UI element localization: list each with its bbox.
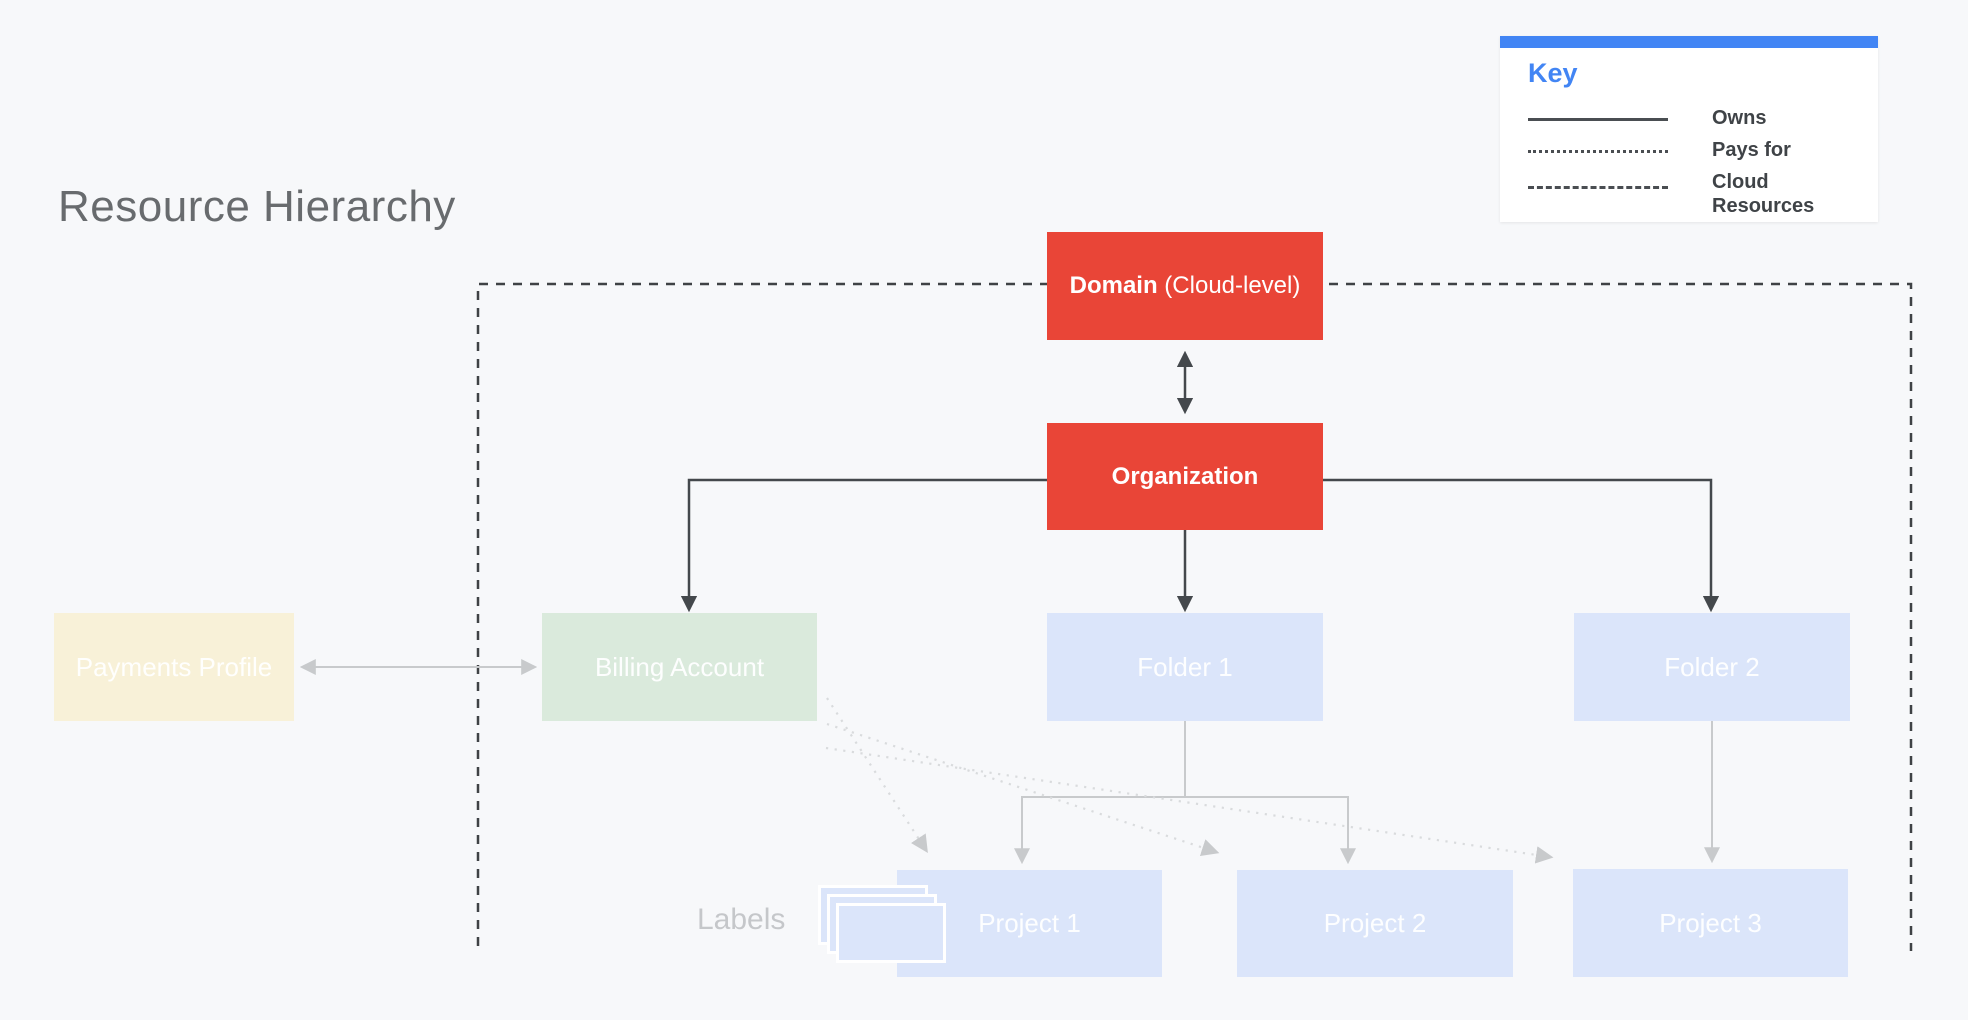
node-payments-profile: Payments Profile [54, 613, 294, 721]
node-organization: Organization [1047, 423, 1323, 530]
node-folder-1-label: Folder 1 [1137, 651, 1233, 682]
legend-line-dashed [1528, 186, 1668, 189]
node-folder-2-label: Folder 2 [1664, 651, 1760, 682]
node-domain: Domain (Cloud-level) [1047, 232, 1323, 340]
node-project-2-label: Project 2 [1323, 908, 1427, 938]
node-project-1-label: Project 1 [978, 908, 1081, 938]
node-project-3: Project 3 [1573, 869, 1848, 977]
legend-label-cloud-resources: Cloud Resources [1712, 171, 1815, 217]
node-project-3-label: Project 3 [1659, 907, 1762, 938]
labels-caption: Labels [697, 903, 786, 936]
legend-top-bar [1500, 36, 1878, 48]
node-folder-2: Folder 2 [1574, 613, 1850, 721]
node-organization-label: Organization [1111, 462, 1259, 490]
edge-billing-project3 [825, 746, 1554, 864]
edge-billing-project2 [826, 722, 1220, 856]
node-billing-account: Billing Account [542, 613, 817, 721]
edge-organization-billing [680, 478, 1047, 613]
page-title: Resource Hierarchy [58, 182, 456, 231]
node-payments-profile-label: Payments Profile [75, 651, 273, 682]
legend-line-dotted [1528, 150, 1668, 153]
node-domain-label: Domain (Cloud-level) [1069, 272, 1301, 299]
edge-organization-folder2 [1323, 478, 1720, 613]
labels-stack-icon [818, 885, 950, 965]
legend-title: Key [1528, 58, 1578, 88]
node-folder-1: Folder 1 [1047, 613, 1323, 721]
legend-label-owns: Owns [1712, 107, 1767, 129]
legend-label-pays-for: Pays for [1712, 139, 1791, 161]
node-project-2: Project 2 [1237, 870, 1513, 977]
legend-key-box: Key Owns Pays for Cloud Resources [1500, 36, 1878, 222]
legend-line-solid [1528, 118, 1668, 121]
edge-billing-project1 [826, 697, 928, 853]
label-card-front [836, 903, 946, 963]
node-billing-account-label: Billing Account [594, 651, 765, 682]
